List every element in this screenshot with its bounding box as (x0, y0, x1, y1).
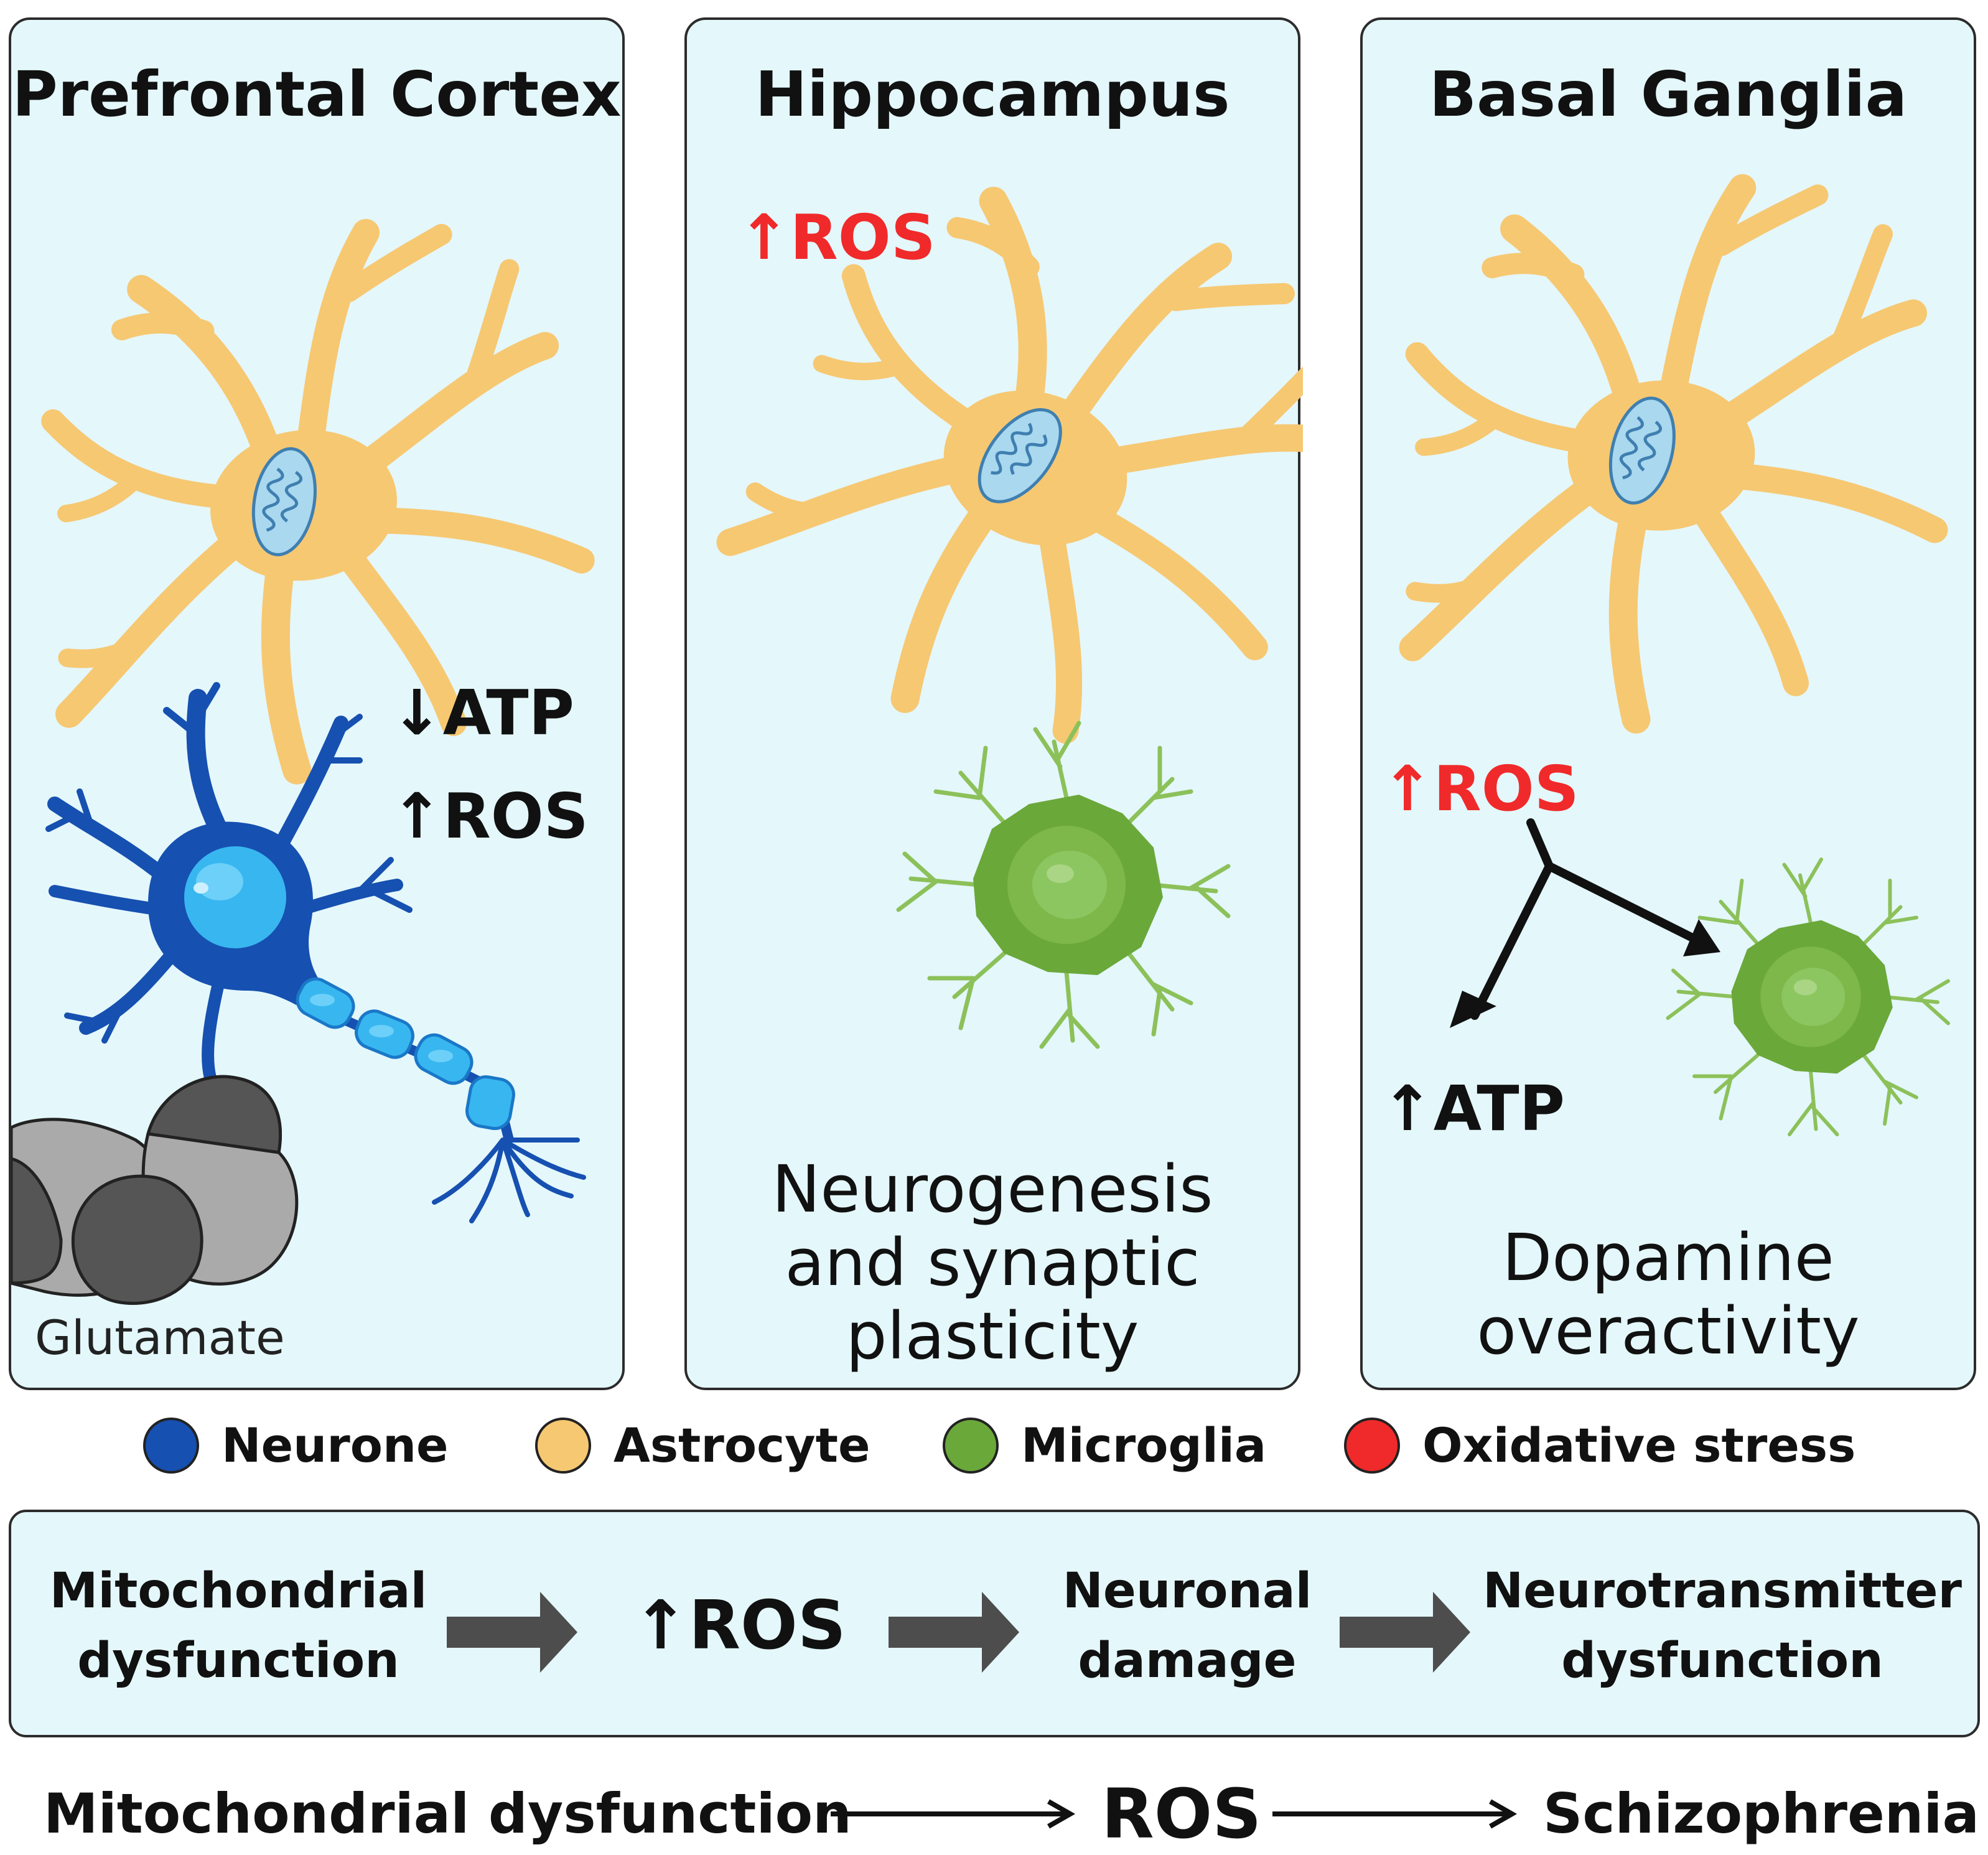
legend-label: Neurone (222, 1418, 449, 1473)
description-line: Neurogenesis (772, 1151, 1213, 1227)
microglia-icon (1668, 859, 1949, 1134)
glutamate-caption: Glutamate (35, 1310, 285, 1365)
flow-step-line: Neurotransmitter (1482, 1563, 1962, 1619)
ros-increase-label: ↑ROS (391, 780, 589, 853)
glutamate-vesicles-icon (11, 1075, 299, 1305)
flow-arrow-icon (1340, 1592, 1470, 1673)
panel-basal-ganglia: Basal Ganglia ↑ROS ↑ATP Dopamine overact… (1360, 17, 1976, 1390)
panel-title: Hippocampus (755, 58, 1230, 131)
flow-arrow-icon (447, 1592, 577, 1673)
panel-hippocampus: Hippocampus ↑ROS Neurogenesis and synapt… (684, 17, 1300, 1390)
panel-prefrontal-cortex: Prefrontal Cortex (9, 17, 625, 1390)
microglia-icon (898, 723, 1228, 1047)
astrocyte-swatch-icon (535, 1418, 591, 1474)
description-line: and synaptic (785, 1225, 1200, 1301)
legend: Neurone Astrocyte Microglia Oxidative st… (0, 1411, 1988, 1480)
flow-step-neuronal-damage: Neuronal damage (1032, 1512, 1343, 1740)
prefrontal-illustration (11, 20, 627, 1305)
flow-step-line: Neuronal (1062, 1563, 1312, 1619)
flow-step-line: Mitochondrial (49, 1563, 427, 1619)
oxidative-stress-swatch-icon (1344, 1418, 1400, 1474)
flow-arrow-icon (889, 1592, 1019, 1673)
microglia-swatch-icon (943, 1418, 999, 1474)
astrocyte-icon (1383, 176, 1947, 734)
branching-arrow-icon (1470, 818, 1703, 1020)
neurone-icon (45, 682, 586, 1223)
ros-increase-label: ↑ROS (738, 201, 936, 274)
legend-label: Microglia (1021, 1418, 1267, 1473)
flow-step-line: dysfunction (1561, 1633, 1883, 1689)
panel-title: Prefrontal Cortex (12, 58, 622, 131)
mechanism-flow-box: Mitochondrial dysfunction ↑ROS Neuronal da… (9, 1510, 1980, 1737)
summary-mitochondrial-dysfunction: Mitochondrial dysfunction (44, 1782, 852, 1846)
summary-arrow-icon (1272, 1799, 1518, 1829)
flow-step-neurotransmitter-dysfunction: Neurotransmitter dysfunction (1480, 1512, 1965, 1740)
legend-label: Oxidative stress (1422, 1418, 1856, 1473)
summary-ros: ROS (1101, 1774, 1262, 1854)
flow-step-ros: ↑ROS (632, 1587, 846, 1665)
legend-item-astrocyte: Astrocyte (535, 1411, 870, 1480)
summary-arrow-icon (831, 1799, 1076, 1829)
legend-item-microglia: Microglia (943, 1411, 1266, 1480)
basal-ganglia-illustration (1363, 20, 1979, 1393)
summary-line: Mitochondrial dysfunction ROS Schizophre… (0, 1773, 1988, 1854)
flow-step-line: damage (1078, 1633, 1297, 1689)
atp-increase-label: ↑ATP (1381, 1072, 1565, 1145)
panel-title: Basal Ganglia (1429, 58, 1908, 131)
ros-increase-label: ↑ROS (1381, 752, 1579, 825)
legend-item-oxidative-stress: Oxidative stress (1344, 1411, 1855, 1480)
legend-label: Astrocyte (614, 1418, 870, 1473)
description-line: Dopamine (1502, 1220, 1834, 1296)
basal-ganglia-description: Dopamine overactivity (1363, 1221, 1974, 1368)
neurone-swatch-icon (143, 1418, 199, 1474)
summary-schizophrenia: Schizophrenia (1543, 1782, 1979, 1846)
legend-item-neurone: Neurone (143, 1411, 449, 1480)
atp-decrease-label: ↓ATP (391, 676, 574, 749)
flow-step-line: dysfunction (77, 1633, 399, 1689)
flow-step-mitochondrial-dysfunction: Mitochondrial dysfunction (24, 1512, 453, 1740)
hippocampus-description: Neurogenesis and synaptic plasticity (687, 1152, 1298, 1373)
description-line: plasticity (846, 1298, 1139, 1374)
description-line: overactivity (1477, 1293, 1860, 1369)
